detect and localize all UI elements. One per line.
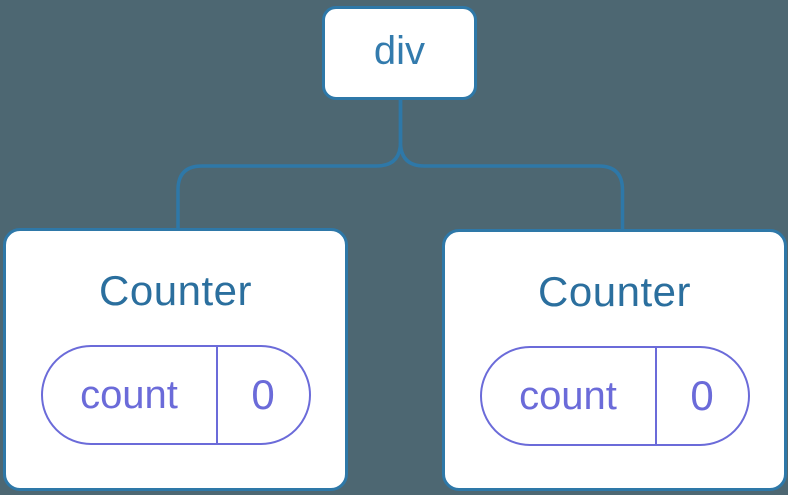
connector-root-to-right-counter <box>398 98 625 232</box>
state-value: 0 <box>690 372 714 419</box>
root-node-label: div <box>373 29 426 73</box>
component-name: Counter <box>538 268 691 315</box>
tree-node-root: div <box>322 6 477 100</box>
state-key: count <box>43 347 218 443</box>
state-pill: count 0 <box>40 345 311 445</box>
tree-node-counter-2: Counter count 0 <box>442 229 787 491</box>
state-pill: count 0 <box>479 346 750 446</box>
state-value: 0 <box>251 371 275 418</box>
component-name: Counter <box>99 267 252 314</box>
state-key: count <box>482 348 657 444</box>
tree-node-counter-1: Counter count 0 <box>3 228 348 491</box>
connector-root-to-left-counter <box>176 98 403 232</box>
